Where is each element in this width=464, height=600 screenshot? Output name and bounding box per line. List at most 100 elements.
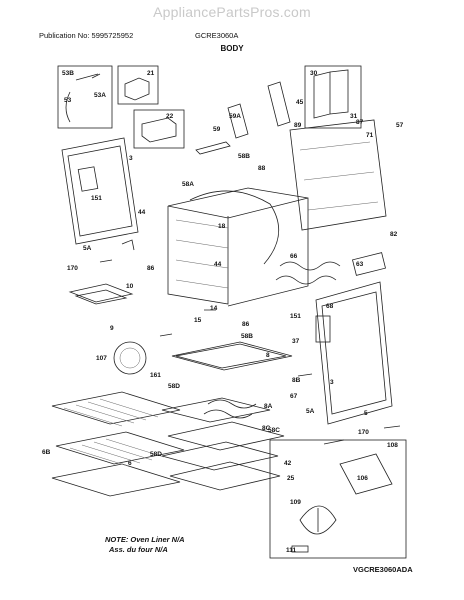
- callout: 45: [296, 99, 304, 106]
- fan-motor-106: [339, 453, 393, 495]
- insulation-58a: [189, 190, 280, 265]
- callout: 22: [166, 113, 174, 120]
- publication-number: Publication No: 5995725952: [39, 31, 134, 40]
- callout: 3: [330, 379, 334, 386]
- nut-111: [291, 545, 309, 553]
- bake-tray-8: [171, 341, 293, 371]
- callout: 87: [356, 119, 364, 126]
- callout: 53A: [94, 92, 106, 99]
- convection-fan-107: [113, 341, 147, 375]
- callout: 30: [310, 70, 318, 77]
- oven-door-right: [315, 281, 393, 425]
- note: NOTE: Oven Liner N/A Ass. du four N/A: [105, 535, 185, 555]
- callout: 82: [390, 231, 398, 238]
- callout: 170: [358, 429, 369, 436]
- callout-labels: 53B 21 53A 53 22 30 45 31 59 59A 89 87 7…: [42, 70, 404, 554]
- callout: 89: [294, 122, 302, 129]
- callout: 86: [147, 265, 155, 272]
- callout: 59A: [229, 113, 241, 120]
- note-line-2: Ass. du four N/A: [109, 545, 168, 554]
- callout: 63: [356, 261, 364, 268]
- callout: 58B: [238, 153, 250, 160]
- hinge-part: [65, 73, 101, 123]
- panel-22: [141, 117, 177, 143]
- callout: 44: [138, 209, 146, 216]
- callout: 8A: [264, 403, 273, 410]
- door-handle-left: [77, 166, 99, 192]
- callout: 42: [284, 460, 292, 467]
- bottom-58c: [161, 441, 279, 471]
- hardware-screws: [99, 239, 401, 445]
- callout: 66: [290, 253, 298, 260]
- callout: 107: [96, 355, 107, 362]
- diagram-code: VGCRE3060ADA: [353, 565, 413, 574]
- box-53-hinge: [57, 65, 113, 129]
- callout: 59: [213, 126, 221, 133]
- callout: 8: [266, 352, 270, 359]
- bake-element-8a: [203, 399, 257, 419]
- bracket-21: [124, 77, 150, 101]
- callout: 151: [91, 195, 102, 202]
- side-panel-30: [313, 69, 349, 119]
- callout: 68: [326, 303, 334, 310]
- callout: 18: [218, 223, 226, 230]
- callout: 58C: [268, 427, 280, 434]
- callout: 44: [214, 261, 222, 268]
- callout: 3: [129, 155, 133, 162]
- callout: 6: [128, 460, 132, 467]
- callout: 14: [210, 305, 218, 312]
- callout: 25: [287, 475, 295, 482]
- cabinet-racks: [175, 219, 229, 289]
- callout: 5A: [306, 408, 315, 415]
- callout: 161: [150, 372, 161, 379]
- bottom-panel-8c: [167, 421, 285, 451]
- cover-25: [169, 461, 281, 491]
- callout: 8C: [262, 425, 271, 432]
- callout: 8B: [292, 377, 301, 384]
- fan-blade-109: [299, 505, 337, 535]
- oven-door-left: [61, 137, 139, 245]
- shield-58d: [161, 397, 271, 423]
- box-21-part: [117, 65, 159, 105]
- callout: 71: [366, 132, 374, 139]
- fan-grille: [119, 347, 141, 369]
- callout: 58B: [241, 333, 253, 340]
- callout: 67: [290, 393, 298, 400]
- door-handle-right: [315, 315, 331, 343]
- back-panel-ribs: [299, 141, 379, 211]
- callout: 5: [364, 410, 368, 417]
- drawer-vent-10: [68, 283, 134, 305]
- callout: 10: [126, 283, 134, 290]
- callout: 86: [242, 321, 250, 328]
- model-number: GCRE3060A: [195, 31, 239, 40]
- callout: 58D: [150, 451, 162, 458]
- note-line-1: NOTE: Oven Liner N/A: [105, 535, 185, 544]
- callout: 15: [194, 317, 202, 324]
- callout: 151: [290, 313, 301, 320]
- callout: 106: [357, 475, 368, 482]
- callout: 53: [64, 97, 72, 104]
- callout: 57: [396, 122, 404, 129]
- section-title: BODY: [220, 44, 244, 53]
- callout: 9: [110, 325, 114, 332]
- watermark: AppliancePartsPros.com: [153, 4, 311, 20]
- callout: 88: [258, 165, 266, 172]
- callout: 37: [292, 338, 300, 345]
- side-rails: [195, 81, 291, 155]
- broil-element-66: [275, 261, 341, 285]
- callout: 53B: [62, 70, 74, 77]
- callout: 111: [286, 547, 297, 554]
- box-22-part: [133, 109, 185, 149]
- terminal-block-63: [352, 252, 386, 276]
- oven-cabinet: [167, 187, 309, 307]
- callout: 6B: [42, 449, 51, 456]
- callout: 108: [387, 442, 398, 449]
- callout: 21: [147, 70, 155, 77]
- oven-racks: [51, 391, 185, 497]
- callout: 31: [350, 113, 358, 120]
- callout: 5A: [83, 245, 92, 252]
- callout: 58D: [168, 383, 180, 390]
- box-30-panel: [304, 65, 362, 129]
- callout: 109: [290, 499, 301, 506]
